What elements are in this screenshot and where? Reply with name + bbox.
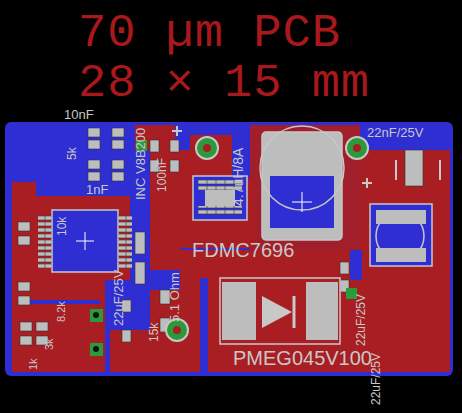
silk-label: 1k [28,358,39,370]
silk-label: 8.2k [56,301,67,322]
board-title: 70 µm PCB [78,10,341,57]
silk-label: 3k [44,338,55,350]
silk-label: 10nF [64,108,94,121]
bottom-copper [5,122,453,376]
silk-label: 5k [66,147,78,160]
silk-label: PMEG045V100 [233,348,372,368]
board-size: 28 × 15 mm [78,60,370,107]
silk-label: 22uF/25V [355,294,367,346]
electrolytic-capacitor [370,204,432,266]
inductor [260,126,344,240]
silk-label: INC V8B200 [134,128,147,200]
silk-label: 100nF [156,158,168,192]
silk-label: 22uF/25V [112,270,125,326]
silk-label: 15k [148,323,160,342]
silk-label: 22nF/25V [367,126,423,139]
silk-label: 4.7uH/8A [231,148,245,206]
smd-pads [18,128,423,345]
silk-label: 10k [56,217,68,236]
silk-label: 1nF [86,183,108,196]
via [90,137,368,356]
controller-ic [38,210,132,272]
schottky-diode [220,278,340,344]
silk-label: 5.1 Ohm [168,272,181,322]
polarity-mark [172,126,440,188]
silk-label: 22uF/25V [370,353,382,405]
silk-label: FDMC7696 [192,240,294,260]
top-copper [12,125,450,372]
